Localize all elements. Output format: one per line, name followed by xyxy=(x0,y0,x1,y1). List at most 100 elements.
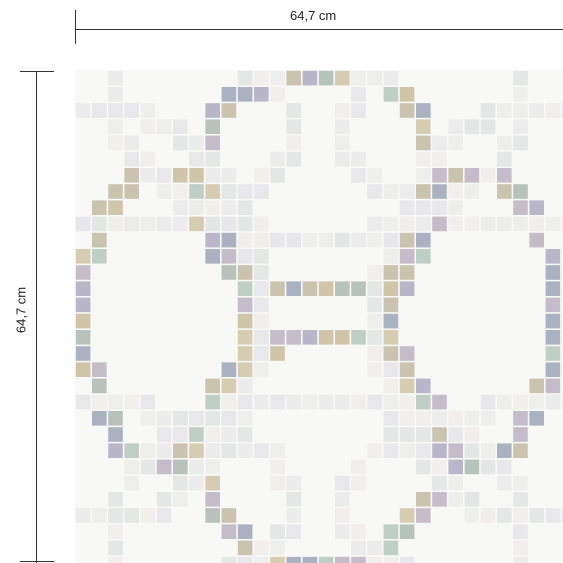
mosaic-tile xyxy=(140,216,156,232)
mosaic-tile xyxy=(286,394,301,410)
mosaic-tile xyxy=(383,330,399,345)
mosaic-tile xyxy=(399,200,415,215)
mosaic-tile xyxy=(75,103,91,118)
mosaic-tile xyxy=(189,135,204,151)
mosaic-tile xyxy=(497,168,512,183)
mosaic-tile xyxy=(237,394,253,410)
mosaic-tile xyxy=(561,103,563,118)
mosaic-tile xyxy=(416,378,431,394)
mosaic-tile xyxy=(270,443,285,458)
mosaic-tile xyxy=(237,427,253,442)
mosaic-tile xyxy=(156,184,172,199)
mosaic-tile xyxy=(416,135,431,151)
mosaic-tile xyxy=(173,443,188,458)
mosaic-tile xyxy=(221,411,237,426)
mosaic-tile xyxy=(156,168,172,183)
mosaic-tile xyxy=(529,103,544,118)
mosaic-tile xyxy=(561,508,563,523)
mosaic-tile xyxy=(124,443,139,458)
mosaic-tile xyxy=(513,394,528,410)
mosaic-tile xyxy=(237,87,253,102)
mosaic-tile xyxy=(367,556,382,563)
mosaic-tile xyxy=(464,459,480,475)
mosaic-tile xyxy=(237,362,253,377)
mosaic-tile xyxy=(108,508,123,523)
mosaic-tile xyxy=(351,330,366,345)
mosaic-tile xyxy=(286,135,301,151)
mosaic-tile xyxy=(335,281,350,296)
mosaic-tile xyxy=(416,508,431,523)
mosaic-tile xyxy=(286,556,301,563)
mosaic-tile xyxy=(221,443,237,458)
mosaic-tile xyxy=(513,556,528,563)
mosaic-tile xyxy=(399,232,415,248)
mosaic-tile xyxy=(92,508,107,523)
mosaic-tile xyxy=(513,475,528,491)
mosaic-tile xyxy=(124,151,139,167)
mosaic-tile xyxy=(545,313,561,329)
mosaic-tile xyxy=(513,119,528,134)
mosaic-tile xyxy=(416,459,431,475)
mosaic-tile xyxy=(497,151,512,167)
mosaic-tile xyxy=(383,265,399,280)
mosaic-tile xyxy=(513,492,528,507)
mosaic-tile xyxy=(464,168,480,183)
mosaic-tile xyxy=(399,508,415,523)
mosaic-tile xyxy=(221,184,237,199)
mosaic-tile xyxy=(205,232,220,248)
mosaic-tile xyxy=(189,200,204,215)
mosaic-tile xyxy=(75,362,91,377)
mosaic-tile xyxy=(367,184,382,199)
mosaic-tile xyxy=(399,249,415,264)
mosaic-tile xyxy=(351,281,366,296)
mosaic-tiles xyxy=(75,70,563,563)
mosaic-tile xyxy=(367,281,382,296)
mosaic-tile xyxy=(173,427,188,442)
mosaic-tile xyxy=(432,394,447,410)
mosaic-tile xyxy=(318,394,334,410)
mosaic-tile xyxy=(464,184,480,199)
mosaic-tile xyxy=(205,103,220,118)
mosaic-tile xyxy=(529,216,544,232)
mosaic-tile xyxy=(545,378,561,394)
mosaic-tile xyxy=(189,216,204,232)
mosaic-tile xyxy=(399,362,415,377)
mosaic-tile xyxy=(432,200,447,215)
mosaic-tile xyxy=(416,151,431,167)
mosaic-tile xyxy=(173,475,188,491)
mosaic-tile xyxy=(302,330,318,345)
mosaic-tile xyxy=(75,508,91,523)
mosaic-tile xyxy=(448,427,463,442)
mosaic-tile xyxy=(140,508,156,523)
mosaic-tile xyxy=(254,70,269,86)
mosaic-tile xyxy=(351,87,366,102)
mosaic-tile xyxy=(237,297,253,313)
mosaic-tile xyxy=(237,200,253,215)
mosaic-tile xyxy=(416,394,431,410)
mosaic-tile xyxy=(173,119,188,134)
mosaic-tile xyxy=(205,508,220,523)
mosaic-tile xyxy=(205,394,220,410)
mosaic-tile xyxy=(221,508,237,523)
mosaic-tile xyxy=(383,281,399,296)
mosaic-tile xyxy=(254,281,269,296)
mosaic-tile xyxy=(92,362,107,377)
mosaic-tile xyxy=(156,411,172,426)
mosaic-tile xyxy=(480,443,496,458)
mosaic-tile xyxy=(221,362,237,377)
mosaic-tile xyxy=(399,265,415,280)
mosaic-tile xyxy=(140,168,156,183)
mosaic-tile xyxy=(108,492,123,507)
mosaic-tile xyxy=(335,119,350,134)
mosaic-tile xyxy=(270,87,285,102)
mosaic-tile xyxy=(286,475,301,491)
mosaic-tile xyxy=(480,411,496,426)
mosaic-tile xyxy=(383,378,399,394)
mosaic-tile xyxy=(545,394,561,410)
mosaic-tile xyxy=(156,443,172,458)
mosaic-tile xyxy=(497,475,512,491)
mosaic-tile xyxy=(367,70,382,86)
mosaic-tile xyxy=(335,70,350,86)
mosaic-tile xyxy=(383,313,399,329)
mosaic-tile xyxy=(221,216,237,232)
